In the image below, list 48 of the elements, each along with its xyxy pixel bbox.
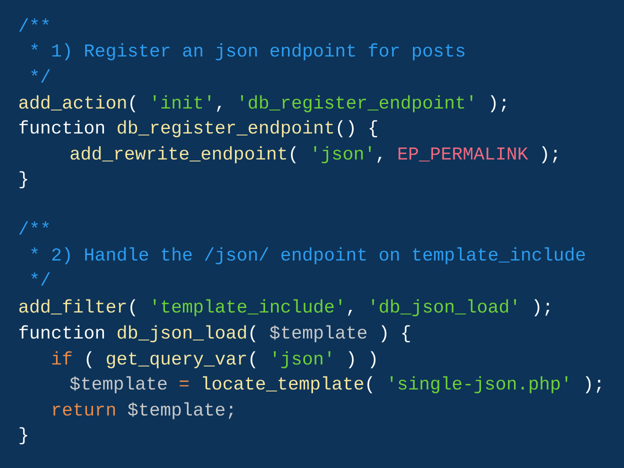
- code-comment: */: [31, 69, 50, 83]
- code-text: (: [290, 146, 296, 164]
- function-name: locate_template: [202, 376, 364, 394]
- string-literal: 'json': [274, 351, 330, 368]
- code-text: (: [250, 351, 256, 368]
- code-text: }: [20, 171, 28, 188]
- keyword: =: [180, 380, 189, 386]
- code-comment: /**: [19, 18, 49, 32]
- variable-name: $template;: [128, 402, 233, 420]
- code-text: );: [586, 376, 601, 394]
- keyword: if: [52, 351, 72, 364]
- function-name: db_json_load: [118, 325, 246, 342]
- code-text: (: [130, 299, 136, 316]
- keyword: return: [53, 403, 115, 416]
- string-literal: 'template_include': [154, 299, 342, 316]
- code-text: ,: [217, 106, 221, 112]
- function-name: add_filter: [19, 299, 126, 314]
- code-text: (: [86, 351, 92, 368]
- code-text: function: [19, 120, 104, 134]
- code-comment: * 1) Register an json endpoint for posts: [31, 43, 464, 60]
- string-literal: 'db_json_load': [372, 299, 516, 316]
- code-text: function: [19, 325, 104, 339]
- code-text: (: [250, 325, 256, 342]
- code-text: ,: [378, 156, 382, 163]
- function-name: add_action: [19, 95, 126, 110]
- string-literal: 'single-json.php': [390, 376, 568, 394]
- variable-name: $template: [270, 325, 366, 342]
- code-text: );: [542, 146, 557, 164]
- code-text: ) ): [348, 351, 376, 368]
- code-text: (: [130, 95, 136, 112]
- variable-name: $template: [70, 376, 167, 394]
- string-literal: 'json': [314, 146, 371, 164]
- string-literal: 'db_register_endpoint': [241, 95, 472, 112]
- code-text: () {: [338, 120, 378, 138]
- code-text: }: [20, 427, 28, 444]
- function-name: db_register_endpoint: [118, 120, 333, 138]
- code-comment: */: [31, 272, 50, 286]
- constant-name: EP_PERMALINK: [398, 148, 528, 162]
- code-comment: /**: [19, 221, 49, 235]
- code-text: );: [534, 299, 550, 316]
- function-name: add_rewrite_endpoint: [70, 146, 286, 164]
- code-text: (: [367, 376, 372, 394]
- function-name: get_query_var: [106, 352, 246, 368]
- code-text: ) {: [382, 325, 410, 342]
- string-literal: 'init': [154, 95, 210, 109]
- code-text: ,: [348, 310, 352, 316]
- code-comment: * 2) Handle the /json/ endpoint on template_include: [31, 247, 585, 264]
- code-text: );: [490, 95, 506, 112]
